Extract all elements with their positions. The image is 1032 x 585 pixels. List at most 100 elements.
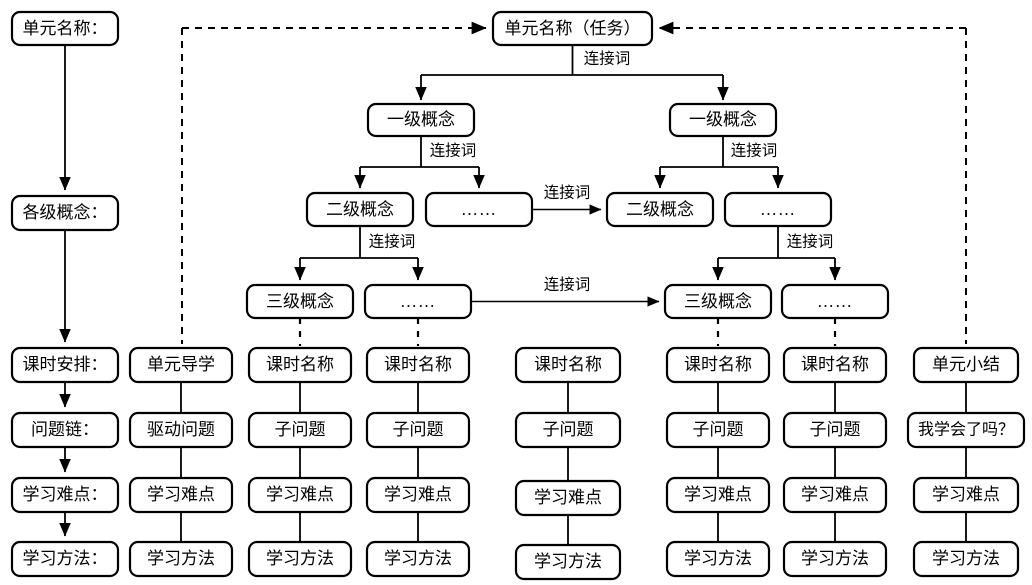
grid-cell-method[interactable]: 学习方法 (912, 540, 1020, 578)
tree-node-label: 一级概念 (387, 109, 455, 129)
grid-cell-label: 子问题 (810, 420, 861, 439)
grid-cell-difficulty[interactable]: 学习难点 (782, 476, 888, 514)
grid-cell-box[interactable] (247, 540, 353, 578)
tree-node-box[interactable] (605, 191, 715, 228)
grid-cell-lesson[interactable]: 课时名称 (665, 346, 771, 384)
tree-node-l3-c[interactable]: 三级概念 (663, 283, 773, 320)
grid-column-col-3: 课时名称 子问题 学习难点 学习方法 (365, 346, 471, 578)
tree-node-l2-a[interactable]: 二级概念 (305, 191, 415, 228)
tree-node-l2-b[interactable]: …… (424, 191, 534, 228)
grid-cell-difficulty[interactable]: 学习难点 (128, 476, 234, 514)
grid-cell-label: 我学会了吗？ (918, 421, 1014, 439)
grid-column-col-7: 单元小结 我学会了吗？ 学习难点 学习方法 (906, 346, 1026, 578)
tree-node-root[interactable]: 单元名称（任务） (491, 10, 654, 47)
grid-cell-method[interactable]: 学习方法 (782, 540, 888, 578)
grid-cell-difficulty[interactable]: 学习难点 (912, 476, 1020, 514)
grid-cell-box[interactable] (128, 540, 234, 578)
tree-node-label: 二级概念 (326, 199, 394, 219)
grid-cell-question[interactable]: 子问题 (247, 411, 353, 449)
grid-cell-box[interactable] (782, 540, 888, 578)
tree-node-l2-c[interactable]: 二级概念 (605, 191, 715, 228)
grid-cell-difficulty[interactable]: 学习难点 (365, 476, 471, 514)
grid-column-col-5: 课时名称 子问题 学习难点 学习方法 (665, 346, 771, 578)
lesson-grid: 单元导学 驱动问题 学习难点 学习方法 课时名称 (128, 346, 1026, 581)
unit-scope-dashed-frame (181, 21, 967, 344)
grid-cell-box[interactable] (912, 540, 1020, 578)
grid-cell-difficulty[interactable]: 学习难点 (247, 476, 353, 514)
grid-cell-question[interactable]: 子问题 (782, 411, 888, 449)
left-rail-label: 课时安排： (23, 355, 108, 374)
grid-column-col-6: 课时名称 子问题 学习难点 学习方法 (782, 346, 888, 578)
tree-node-label: 三级概念 (684, 291, 752, 311)
grid-cell-lesson[interactable]: 课时名称 (365, 346, 471, 384)
tree-node-l3-d[interactable]: …… (780, 283, 890, 320)
grid-cell-label: 学习方法 (147, 549, 215, 568)
grid-cell-lesson[interactable]: 课时名称 (782, 346, 888, 384)
grid-cell-label: 子问题 (693, 420, 744, 439)
grid-cell-label: 学习方法 (266, 549, 334, 568)
tree-node-label: …… (400, 292, 436, 311)
grid-column-col-1: 单元导学 驱动问题 学习难点 学习方法 (128, 346, 234, 578)
left-rail-label: 各级概念： (23, 202, 108, 222)
grid-cell-label: 学习难点 (384, 485, 452, 504)
left-rail-item-lesson-arrangement[interactable]: 课时安排： (10, 346, 120, 384)
grid-cell-difficulty[interactable]: 学习难点 (665, 476, 771, 514)
grid-cell-label: 课时名称 (801, 355, 869, 374)
edge-label-root: 连接词 (584, 50, 631, 68)
cross-link-level3-label: 连接词 (544, 276, 591, 294)
tree-node-l2-d[interactable]: …… (723, 191, 833, 228)
grid-cell-box[interactable] (665, 540, 771, 578)
tree-node-l3-a[interactable]: 三级概念 (245, 283, 355, 320)
grid-column-col-4: 课时名称 子问题 学习难点 学习方法 (514, 346, 622, 581)
grid-cell-lesson[interactable]: 课时名称 (247, 346, 353, 384)
grid-cell-question[interactable]: 子问题 (514, 411, 622, 449)
left-rail-label: 学习难点： (23, 485, 108, 504)
grid-cell-label: 学习难点 (932, 485, 1000, 504)
grid-cell-label: 学习方法 (801, 549, 869, 568)
left-rail-label: 学习方法： (23, 549, 108, 568)
tree-node-l1-left[interactable]: 一级概念 (366, 102, 476, 138)
grid-cell-label: 学习方法 (932, 549, 1000, 568)
tree-node-label: 二级概念 (626, 199, 694, 219)
left-rail-label: 单元名称： (23, 19, 108, 38)
grid-cell-method[interactable]: 学习方法 (247, 540, 353, 578)
grid-cell-label: 课时名称 (384, 355, 452, 374)
grid-cell-question[interactable]: 子问题 (365, 411, 471, 449)
tree-to-grid-dashed-drops (298, 318, 837, 346)
grid-cell-label: 课时名称 (684, 355, 752, 374)
tree-node-label: 三级概念 (266, 291, 334, 311)
left-rail-item-question-chain[interactable]: 问题链： (10, 411, 120, 449)
grid-cell-box[interactable] (365, 540, 471, 578)
edge-label-l1-right: 连接词 (731, 142, 778, 160)
grid-cell-method[interactable]: 学习方法 (365, 540, 471, 578)
concept-tree: 单元名称（任务） 连接词 一级概念 一级概念 连接词 连接词 (245, 10, 890, 320)
cross-link-level2-label: 连接词 (544, 184, 591, 202)
grid-cell-lesson[interactable]: 课时名称 (514, 346, 622, 384)
grid-cell-box[interactable] (514, 543, 622, 581)
grid-cell-label: 单元导学 (147, 355, 215, 374)
left-rail-item-unit-name[interactable]: 单元名称： (10, 10, 120, 47)
grid-cell-lesson[interactable]: 单元导学 (128, 346, 234, 384)
grid-cell-label: 课时名称 (534, 355, 602, 374)
left-rail-item-learning-method[interactable]: 学习方法： (10, 540, 120, 578)
left-rail-item-learning-difficulty[interactable]: 学习难点： (10, 476, 120, 514)
grid-cell-method[interactable]: 学习方法 (514, 543, 622, 581)
edge-label-l2-d: 连接词 (787, 233, 834, 251)
grid-cell-question[interactable]: 子问题 (665, 411, 771, 449)
tree-node-l3-b[interactable]: …… (363, 283, 473, 320)
left-rail-box[interactable] (10, 540, 120, 578)
grid-cell-question[interactable]: 我学会了吗？ (906, 411, 1026, 449)
grid-column-col-2: 课时名称 子问题 学习难点 学习方法 (247, 346, 353, 578)
tree-node-l1-right[interactable]: 一级概念 (668, 102, 778, 138)
tree-node-label: …… (461, 200, 497, 219)
tree-node-label: 单元名称（任务） (505, 19, 641, 38)
grid-cell-method[interactable]: 学习方法 (665, 540, 771, 578)
left-rail-item-all-level-concepts[interactable]: 各级概念： (10, 194, 120, 232)
grid-cell-lesson[interactable]: 单元小结 (912, 346, 1020, 384)
grid-cell-label: 学习难点 (534, 488, 602, 507)
grid-cell-method[interactable]: 学习方法 (128, 540, 234, 578)
grid-cell-difficulty[interactable]: 学习难点 (514, 479, 622, 517)
grid-cell-question[interactable]: 驱动问题 (128, 411, 234, 449)
